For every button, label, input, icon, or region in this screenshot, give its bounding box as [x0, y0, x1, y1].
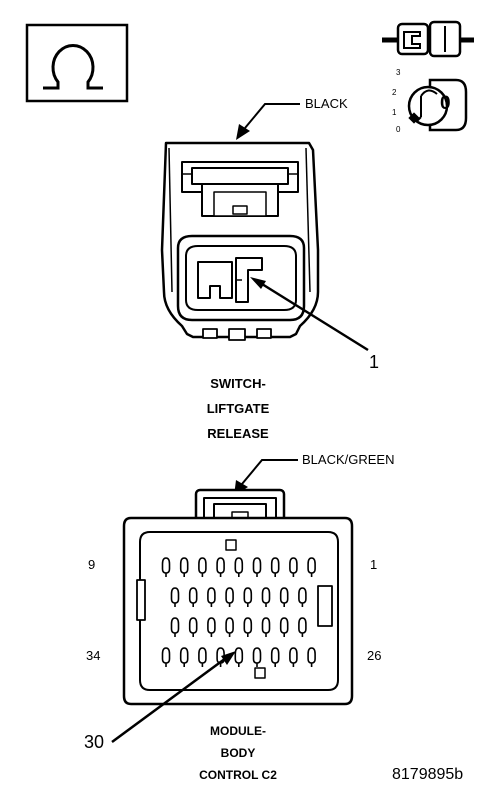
- connector2-pin-pointer: [111, 651, 236, 744]
- connector2-pin-1-label: 1: [370, 557, 378, 572]
- key-position-0: 0: [396, 125, 401, 134]
- connector1-title-line-1: SWITCH-: [210, 376, 266, 391]
- terminal-cavity: [216, 557, 225, 577]
- terminal-cavity: [298, 617, 307, 637]
- terminal-cavity: [252, 557, 262, 577]
- terminal-cavity: [270, 557, 280, 577]
- terminal-cavity: [198, 647, 207, 667]
- terminal-cavity: [161, 647, 171, 667]
- terminal-cavity: [279, 617, 289, 637]
- terminal-cavity: [207, 617, 216, 637]
- connector2-title-line-2: BODY: [220, 746, 256, 760]
- terminal-cavity: [225, 617, 234, 637]
- terminal-cavity: [179, 557, 189, 577]
- terminal-cavity: [270, 647, 280, 667]
- connector2-pin-callout: 30: [84, 732, 105, 752]
- connector1-pin-pointer: [250, 277, 369, 352]
- terminal-cavity: [243, 617, 253, 637]
- terminal-cavity: [198, 557, 207, 577]
- connector2-body: [122, 488, 354, 706]
- connector2-pin-9-label: 9: [88, 557, 96, 572]
- key-position-3: 3: [396, 68, 401, 77]
- terminal-cavity: [307, 557, 316, 577]
- connector2-title-line-1: MODULE-: [210, 724, 266, 738]
- connector1-title-line-3: RELEASE: [207, 426, 269, 441]
- connector2-pin-34-label: 34: [86, 648, 101, 663]
- connector1-body: [160, 141, 320, 341]
- connector-icon: [382, 20, 474, 58]
- connector2-pin-26-label: 26: [367, 648, 382, 663]
- terminal-cavity: [234, 557, 244, 577]
- ohm-symbol-box: [25, 23, 129, 103]
- terminal-cavity: [289, 557, 298, 577]
- terminal-cavity: [234, 647, 244, 667]
- connector1-wire-pointer: [236, 103, 300, 140]
- key-position-2: 2: [392, 88, 397, 97]
- terminal-cavity: [243, 587, 253, 607]
- connector2-wire-color-label: BLACK/GREEN: [302, 452, 395, 467]
- terminal-cavity: [261, 587, 271, 607]
- terminal-cavity: [170, 587, 180, 607]
- key-position-1: 1: [392, 108, 397, 117]
- connector1-pin-callout: 1: [369, 352, 380, 372]
- terminal-cavity: [188, 617, 198, 637]
- terminal-cavity: [298, 587, 307, 607]
- terminal-cavity: [307, 647, 316, 667]
- terminal-cavity: [279, 587, 289, 607]
- terminal-cavity: [225, 587, 234, 607]
- terminal-cavity: [188, 587, 198, 607]
- terminal-cavity: [179, 647, 189, 667]
- connector1-wire-color-label: BLACK: [305, 96, 348, 111]
- terminal-cavity: [170, 617, 180, 637]
- key-glyph: 0: [440, 93, 451, 114]
- terminal-cavity: [161, 557, 171, 577]
- connector2-pin-grid: [161, 557, 316, 667]
- connector1-title-line-2: LIFTGATE: [206, 401, 270, 416]
- terminal-cavity: [289, 647, 298, 667]
- terminal-cavity: [261, 617, 271, 637]
- terminal-cavity: [207, 587, 216, 607]
- terminal-cavity: [252, 647, 262, 667]
- ignition-key-icon: [407, 78, 468, 132]
- connector2-title-line-3: CONTROL C2: [199, 768, 277, 782]
- figure-id: 8179895b: [392, 766, 464, 783]
